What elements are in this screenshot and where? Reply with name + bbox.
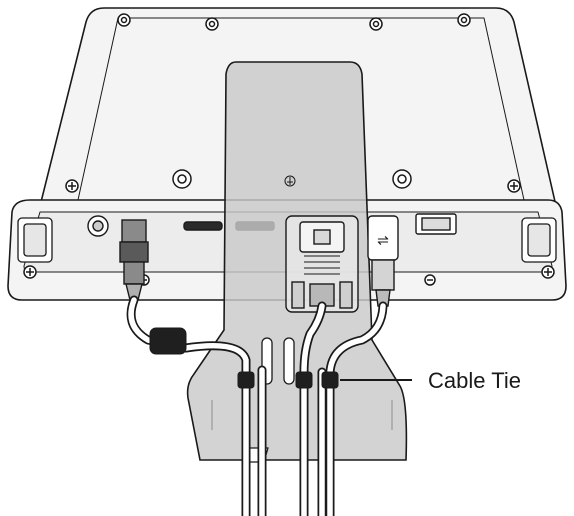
callout-cable-tie: Cable Tie (340, 368, 521, 393)
power-connector (119, 219, 149, 301)
audio-jack-port-icon (87, 215, 109, 237)
screw-icon (65, 179, 79, 193)
screw-icon (205, 17, 219, 31)
cable-ties (237, 371, 339, 389)
grounding-icon (284, 175, 296, 187)
screw-icon (117, 13, 131, 27)
svg-text:⇌: ⇌ (377, 232, 389, 248)
screw-icon (541, 265, 555, 279)
screw-icon (424, 274, 436, 286)
screw-icon (457, 13, 471, 27)
screw-icon (392, 169, 412, 189)
ferrite-core (149, 327, 187, 355)
screw-icon (507, 179, 521, 193)
cable-slots (261, 337, 295, 385)
cables (126, 295, 388, 516)
cable-tie-icon (237, 371, 255, 389)
screw-icon (369, 17, 383, 31)
screw-icon (23, 265, 37, 279)
usb-connector: ⇌ (367, 215, 399, 307)
callout-label-cable-tie: Cable Tie (428, 368, 521, 393)
ethernet-port-icon (415, 213, 457, 235)
side-hinges (17, 217, 557, 263)
vga-connector (285, 215, 359, 313)
cable-tie-icon (295, 371, 313, 389)
usb-c-port-icon (183, 221, 223, 231)
screw-icon (172, 169, 192, 189)
cable-tie-icon (321, 371, 339, 389)
